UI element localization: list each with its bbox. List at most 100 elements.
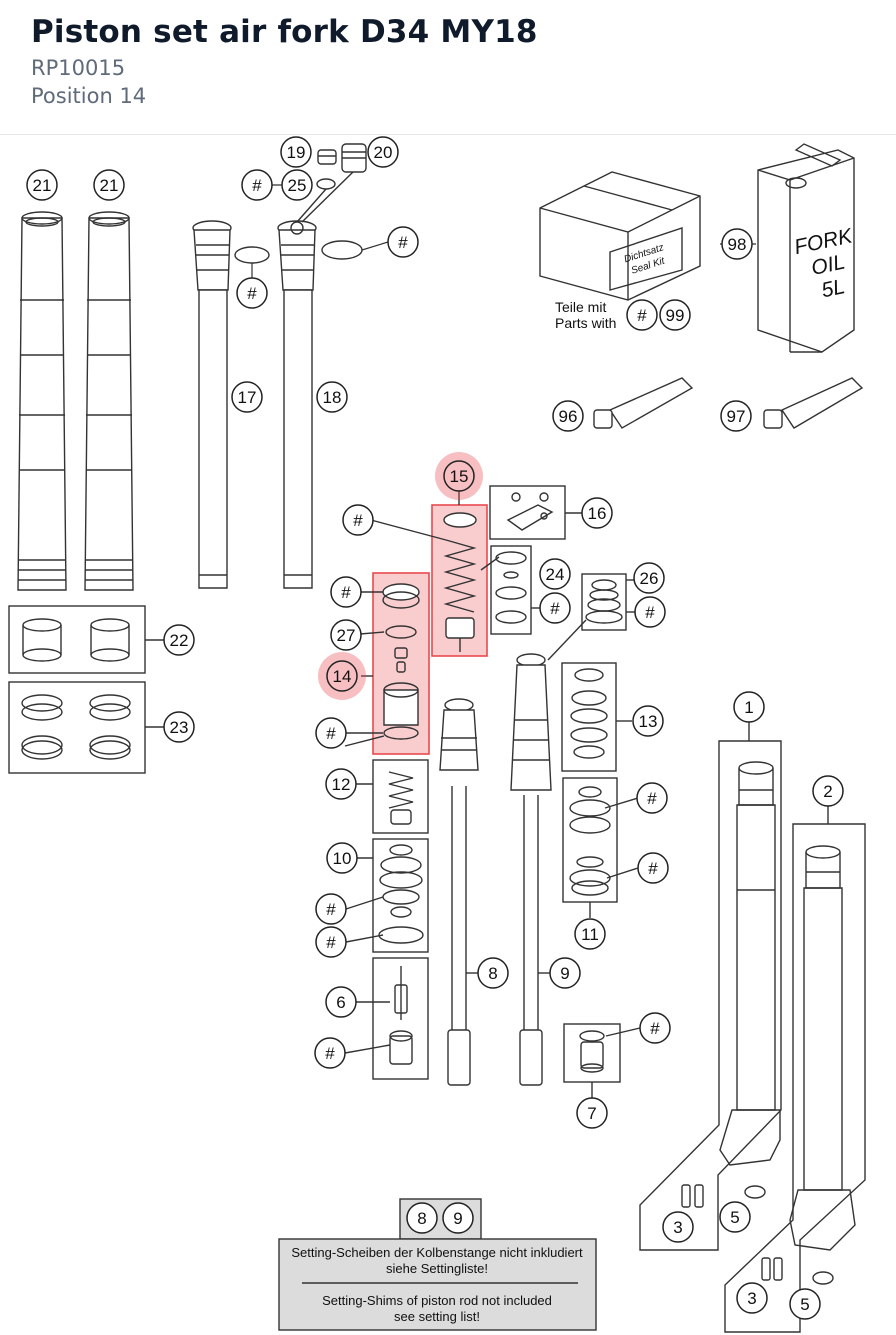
callout-c22[interactable]: 22 <box>163 624 195 656</box>
callout-c21a[interactable]: 21 <box>26 169 58 201</box>
fork-oil-can[interactable] <box>757 143 855 353</box>
part-box-7[interactable] <box>563 1023 621 1083</box>
callout-c6h[interactable]: # <box>314 1037 346 1069</box>
callout-c23[interactable]: 23 <box>163 711 195 743</box>
callout-number: 27 <box>337 626 356 645</box>
callout-c2[interactable]: 2 <box>812 775 844 807</box>
callout-note8[interactable]: 8 <box>406 1202 438 1234</box>
callout-circle <box>549 957 581 989</box>
grease-tube-96[interactable] <box>593 377 694 429</box>
callout-circle <box>539 592 571 624</box>
part-box-12[interactable] <box>372 759 429 834</box>
callout-c9[interactable]: 9 <box>549 957 581 989</box>
part-box-26[interactable] <box>581 573 627 631</box>
callout-number: 25 <box>288 176 307 195</box>
fork-leg-frame-1[interactable] <box>639 740 782 1251</box>
part-box-16[interactable] <box>489 485 566 540</box>
callout-c26[interactable]: 26 <box>633 562 665 594</box>
callout-c98[interactable]: 98 <box>721 228 753 260</box>
callout-c14[interactable]: 14 <box>326 660 358 692</box>
part-box-6[interactable] <box>372 957 429 1080</box>
rings-24 <box>495 551 527 624</box>
callout-c_ring17[interactable]: # <box>236 277 268 309</box>
air-tube-17[interactable] <box>192 220 232 589</box>
callout-c12[interactable]: 12 <box>325 768 357 800</box>
callout-c10h1[interactable]: # <box>315 893 347 925</box>
callout-c99h[interactable]: # <box>626 299 658 331</box>
callout-c10h2[interactable]: # <box>315 926 347 958</box>
seal-kit-box[interactable] <box>539 171 701 301</box>
callout-circle <box>721 228 753 260</box>
callout-c99[interactable]: 99 <box>659 299 691 331</box>
callout-c8[interactable]: 8 <box>477 957 509 989</box>
callout-circle <box>342 504 374 536</box>
callout-number: 11 <box>581 925 599 944</box>
o-ring-25[interactable] <box>316 178 336 190</box>
callout-number: 3 <box>747 1289 756 1308</box>
callout-number: 5 <box>800 1295 809 1314</box>
callout-c11h2[interactable]: # <box>637 852 669 884</box>
callout-c97[interactable]: 97 <box>720 400 752 432</box>
fork-outer-tube-21a[interactable] <box>17 211 67 591</box>
callout-number: 17 <box>238 388 257 407</box>
callout-c19[interactable]: 19 <box>280 136 312 168</box>
callout-number: 12 <box>332 775 351 794</box>
callout-c21b[interactable]: 21 <box>93 169 125 201</box>
air-tube-18[interactable] <box>277 220 317 589</box>
callout-c1[interactable]: 1 <box>733 691 765 723</box>
callout-number: 8 <box>488 964 497 983</box>
note-en-line1: Setting-Shims of piston rod not included <box>322 1293 552 1308</box>
callout-c10[interactable]: 10 <box>326 842 358 874</box>
callout-c14h2[interactable]: # <box>315 717 347 749</box>
callout-c6[interactable]: 6 <box>325 986 357 1018</box>
callout-c16[interactable]: 16 <box>581 497 613 529</box>
callout-c25[interactable]: 25 <box>281 169 313 201</box>
grease-tube-97[interactable] <box>763 377 864 429</box>
callout-number: 1 <box>744 698 753 717</box>
callout-c15h[interactable]: # <box>342 504 374 536</box>
callout-c14h1[interactable]: # <box>330 576 362 608</box>
callout-circle <box>241 169 273 201</box>
callout-c5b[interactable]: 5 <box>789 1288 821 1320</box>
fork-outer-tube-21b[interactable] <box>84 211 134 591</box>
part-box-24[interactable] <box>490 545 532 635</box>
note-en-line2: see setting list! <box>394 1309 480 1324</box>
callout-c3b[interactable]: 3 <box>736 1282 768 1314</box>
callout-note9[interactable]: 9 <box>442 1202 474 1234</box>
callout-c_ring18[interactable]: # <box>387 226 419 258</box>
part-box-13[interactable] <box>561 662 617 772</box>
callout-c7[interactable]: 7 <box>576 1097 608 1129</box>
seal-set-box-23[interactable] <box>8 681 146 774</box>
note-de-line1: Setting-Scheiben der Kolbenstange nicht … <box>291 1245 583 1260</box>
callout-number: 6 <box>336 993 345 1012</box>
valve-10 <box>378 844 424 944</box>
fork-leg-frame-2[interactable] <box>724 823 866 1333</box>
callout-c27[interactable]: 27 <box>330 619 362 651</box>
callout-c25h[interactable]: # <box>241 169 273 201</box>
callout-c11[interactable]: 11 <box>574 918 606 950</box>
callout-c96[interactable]: 96 <box>552 400 584 432</box>
o-ring-18[interactable] <box>321 240 363 260</box>
cartridge-8[interactable] <box>439 698 479 1086</box>
callout-c3a[interactable]: 3 <box>662 1211 694 1243</box>
callout-c17[interactable]: 17 <box>231 381 263 413</box>
exploded-parts-diagram: 21211920#25##171898#9996971516#24#26#222… <box>8 136 866 1333</box>
callout-c20[interactable]: 20 <box>367 136 399 168</box>
callout-c18[interactable]: 18 <box>316 381 348 413</box>
o-ring-17[interactable] <box>234 246 270 264</box>
callout-c5a[interactable]: 5 <box>719 1201 751 1233</box>
callout-circle <box>576 1097 608 1129</box>
callout-c24[interactable]: 24 <box>539 558 571 590</box>
cartridge-9[interactable] <box>510 653 552 1086</box>
callout-c11h1[interactable]: # <box>636 782 668 814</box>
callout-c7h[interactable]: # <box>639 1012 671 1044</box>
cap-20[interactable] <box>341 143 367 173</box>
callout-c13[interactable]: 13 <box>632 705 664 737</box>
callout-c15[interactable]: 15 <box>443 460 475 492</box>
callout-c26h[interactable]: # <box>634 596 666 628</box>
part-box-10[interactable] <box>372 838 429 953</box>
callout-number: 16 <box>588 504 607 523</box>
bushing-set-box-22[interactable] <box>8 605 146 674</box>
callout-c24h[interactable]: # <box>539 592 571 624</box>
cap-19[interactable] <box>317 149 337 165</box>
